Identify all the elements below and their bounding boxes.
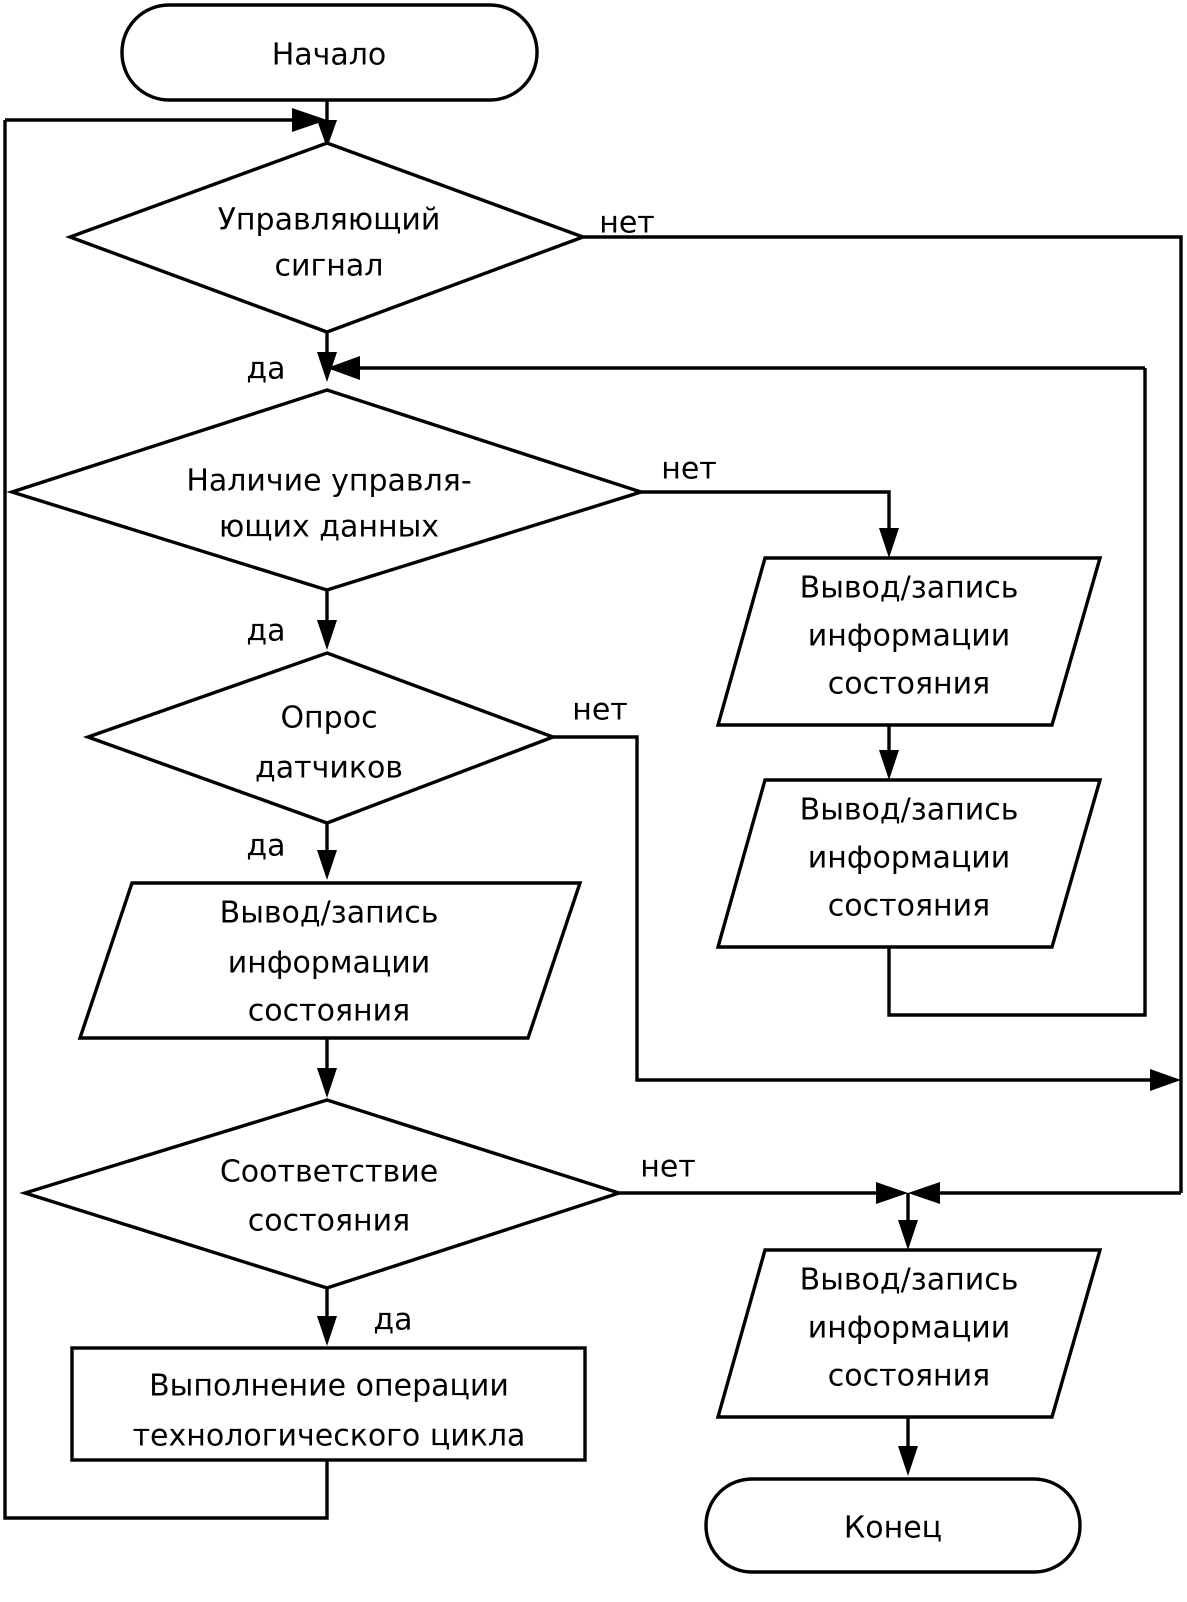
start-terminator-shape — [120, 3, 539, 102]
io-right-1-parallelogram-shape — [715, 556, 1103, 727]
node-decision-control-signal[interactable]: Управляющий сигнал — [65, 141, 588, 334]
arrowhead-loopback-into-d1 — [292, 108, 327, 132]
arrowhead-d2-no — [879, 528, 899, 558]
edge-d2-no — [641, 490, 891, 530]
io-left-label-line3: состояния — [248, 994, 410, 1029]
arrowhead-d3-no — [1150, 1069, 1181, 1091]
decision3-label-line2: датчиков — [255, 751, 403, 786]
edge-label-d1-yes: да — [246, 352, 285, 387]
io-right-3-parallelogram-shape — [715, 1248, 1103, 1419]
edge-label-d2-yes: да — [246, 614, 285, 649]
edge-label-d1-no: нет — [599, 206, 655, 241]
arrowhead-ior1-to-ior2 — [879, 750, 899, 780]
io-right-2-parallelogram-shape — [715, 778, 1103, 949]
node-io-right-1[interactable]: Вывод/запись информации состояния — [715, 556, 1103, 727]
edge-d3-no — [553, 735, 1165, 1082]
edge-label-d3-no: нет — [572, 693, 628, 728]
edge-ior2-return — [887, 368, 1147, 1017]
arrowhead-ioleft-to-d4 — [317, 1068, 337, 1098]
node-end[interactable]: Конец — [704, 1477, 1082, 1574]
process-label-line2: технологического цикла — [133, 1419, 526, 1454]
io-left-parallelogram-shape — [77, 881, 583, 1040]
node-io-left[interactable]: Вывод/запись информации состояния — [77, 881, 583, 1040]
node-start[interactable]: Начало — [120, 3, 539, 102]
node-process-tech-cycle[interactable]: Выполнение операции технологического цик… — [70, 1346, 587, 1462]
decision2-label-line2: ющих данных — [219, 510, 439, 545]
io-right-2-label-line2: информации — [808, 841, 1011, 876]
start-label: Начало — [272, 38, 387, 73]
arrowhead-ior3-to-end — [898, 1446, 918, 1476]
io-left-label-line2: информации — [228, 946, 431, 981]
edge-label-d4-yes: да — [373, 1303, 412, 1338]
io-right-2-label-line1: Вывод/запись — [800, 793, 1019, 828]
decision4-diamond-shape — [19, 1098, 625, 1290]
io-right-1-label-line1: Вывод/запись — [800, 571, 1019, 606]
io-right-1-label-line2: информации — [808, 619, 1011, 654]
node-decision-state-match[interactable]: Соответствие состояния — [19, 1098, 625, 1290]
io-right-3-label-line1: Вывод/запись — [800, 1263, 1019, 1298]
decision2-diamond-shape — [6, 388, 647, 592]
node-io-right-2[interactable]: Вывод/запись информации состояния — [715, 778, 1103, 949]
decision1-label-line1: Управляющий — [218, 203, 441, 238]
io-right-2-label-line3: состояния — [828, 889, 990, 924]
edge-label-d4-no: нет — [640, 1150, 696, 1185]
arrowhead-start-to-d1 — [317, 120, 337, 148]
arrowhead-junction-to-ior3 — [898, 1220, 918, 1250]
arrowhead-d2-yes — [317, 620, 337, 650]
decision1-diamond-shape — [65, 141, 588, 334]
edge-proc-loopback — [3, 120, 329, 1520]
decision3-diamond-shape — [82, 651, 558, 825]
decision1-label-line2: сигнал — [275, 249, 384, 284]
edge-label-d3-yes: да — [246, 829, 285, 864]
decision4-label-line1: Соответствие — [220, 1155, 438, 1190]
decision3-label-line1: Опрос — [280, 701, 377, 736]
arrowhead-d4-no — [876, 1182, 908, 1204]
io-left-label-line1: Вывод/запись — [220, 896, 439, 931]
io-right-1-label-line3: состояния — [828, 667, 990, 702]
edge-label-d2-no: нет — [661, 452, 717, 487]
decision4-label-line2: состояния — [248, 1204, 410, 1239]
io-right-3-label-line3: состояния — [828, 1359, 990, 1394]
arrowhead-d1-yes — [317, 352, 337, 382]
arrowhead-farright-to-junction — [908, 1182, 940, 1204]
node-decision-sensor-poll[interactable]: Опрос датчиков — [82, 651, 558, 825]
end-label: Конец — [844, 1511, 942, 1546]
node-decision-control-data[interactable]: Наличие управля- ющих данных — [6, 388, 647, 592]
arrowhead-d4-yes — [317, 1316, 337, 1346]
arrowhead-inner-return-to-d2 — [327, 356, 360, 380]
process-rect-shape — [70, 1346, 587, 1462]
arrowhead-d3-yes — [317, 850, 337, 880]
edge-d1-no — [583, 235, 1183, 1193]
node-io-right-3[interactable]: Вывод/запись информации состояния — [715, 1248, 1103, 1419]
decision2-label-line1: Наличие управля- — [186, 464, 471, 499]
end-terminator-shape — [704, 1477, 1082, 1574]
io-right-3-label-line2: информации — [808, 1311, 1011, 1346]
process-label-line1: Выполнение операции — [149, 1369, 509, 1404]
